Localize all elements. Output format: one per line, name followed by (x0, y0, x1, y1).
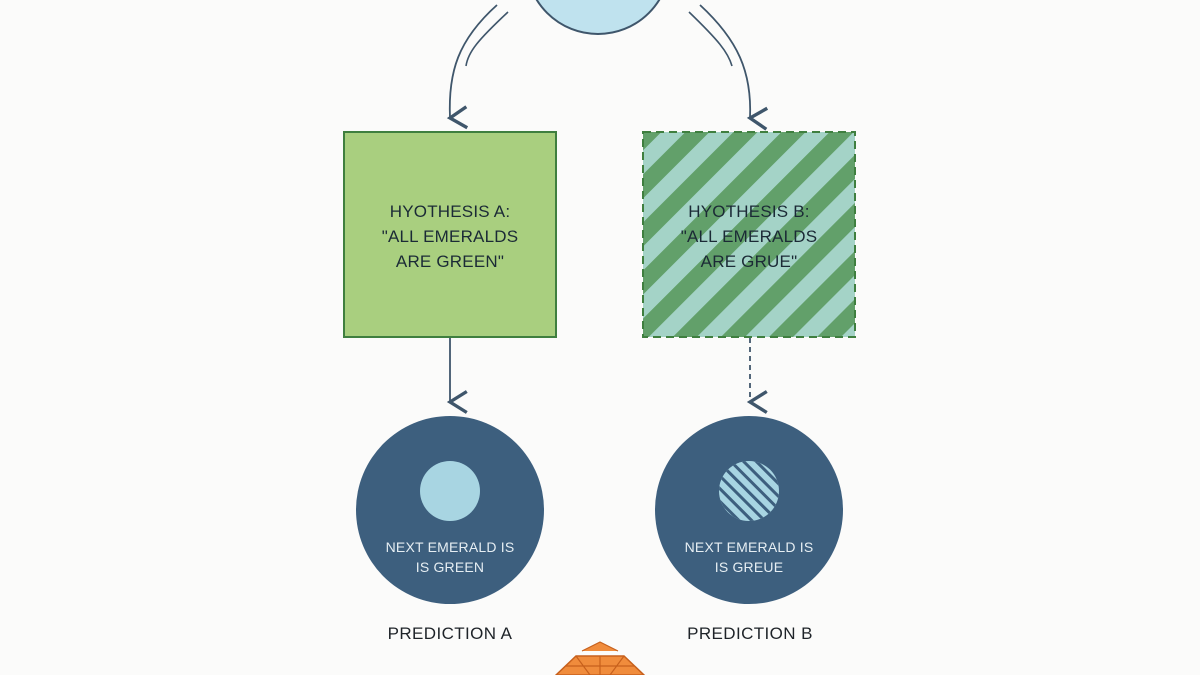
hypothesis-a-line-3: ARE GREEN" (395, 252, 505, 271)
hypothesis-b-line-1: HYOTHESIS B: (688, 202, 810, 221)
hypothesis-a-label: HYOTHESIS A: "ALL EMERALDS ARE GREEN" (344, 199, 556, 274)
prediction-a-circle (356, 416, 544, 604)
hypothesis-b-box (642, 131, 856, 338)
hypothesis-b-line-2: "ALL EMERALDS (680, 227, 818, 246)
hypothesis-a-line-1: HYOTHESIS A: (389, 202, 511, 221)
prediction-a-text: NEXT EMERALD IS IS GREEN (355, 537, 545, 577)
prediction-a-inner-dot (420, 461, 480, 521)
prediction-b-circle (655, 416, 843, 604)
arrow-top-to-hypothesis-a (446, 4, 509, 130)
arrow-top-to-hypothesis-b (688, 4, 769, 131)
prediction-b-line-2: IS GREUE (714, 559, 784, 575)
top-source-circle (535, 0, 661, 35)
prediction-a-line-1: NEXT EMERALD IS (385, 539, 515, 555)
hypothesis-b-line-3: ARE GRUE" (700, 252, 798, 271)
hypothesis-a-box (343, 131, 557, 338)
prediction-b-caption: PREDICTION B (687, 624, 813, 643)
prediction-a-caption: PREDICTION A (387, 624, 513, 643)
prediction-b-line-1: NEXT EMERALD IS (684, 539, 814, 555)
prediction-a-line-2: IS GREEN (415, 559, 485, 575)
hypothesis-b-label: HYOTHESIS B: "ALL EMERALDS ARE GRUE" (643, 199, 855, 274)
emerald-gem-icon (554, 641, 646, 675)
hypothesis-a-line-2: "ALL EMERALDS (381, 227, 519, 246)
prediction-b-text: NEXT EMERALD IS IS GREUE (654, 537, 844, 577)
